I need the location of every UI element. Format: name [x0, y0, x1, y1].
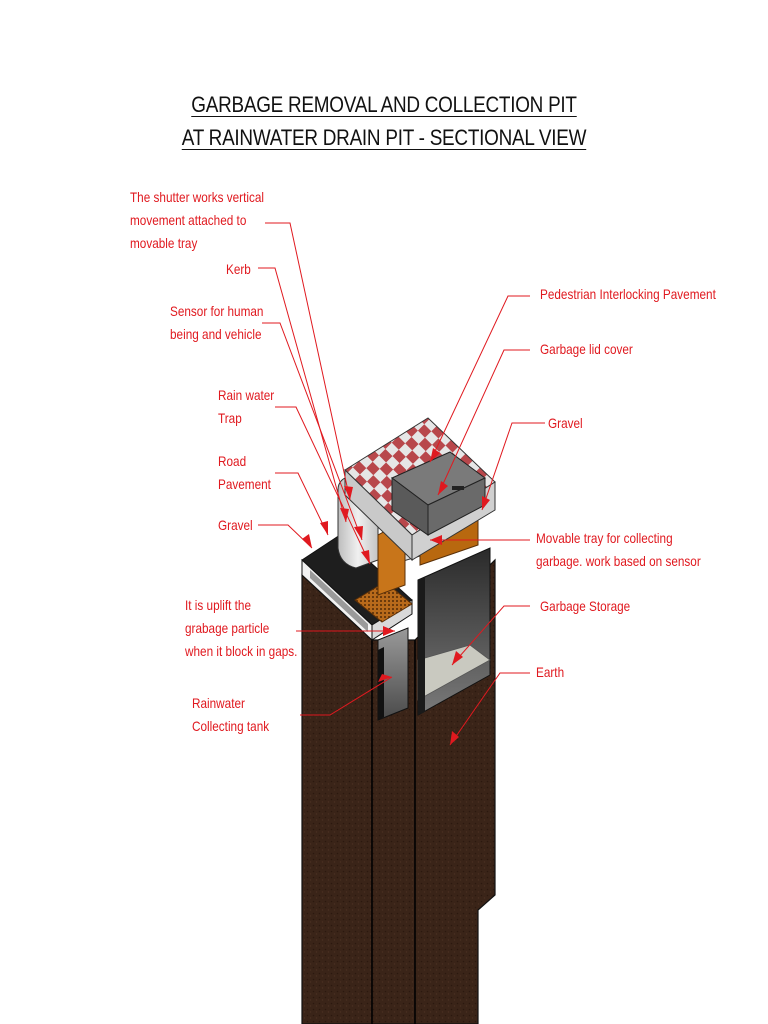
- garbage-storage: [417, 547, 491, 716]
- label-shutter: The shutter works vertical movement atta…: [130, 189, 264, 251]
- label-kerb: Kerb: [226, 261, 251, 277]
- leader-arrowheads: [302, 448, 490, 745]
- label-garbage-storage: Garbage Storage: [540, 598, 631, 614]
- label-garbage-lid: Garbage lid cover: [540, 341, 633, 357]
- diagram-title-line1: GARBAGE REMOVAL AND COLLECTION PIT: [191, 92, 577, 117]
- leader-lines: [258, 222, 545, 746]
- label-road-pavement: Road Pavement: [218, 453, 271, 492]
- label-rain-water-trap: Rain water Trap: [218, 387, 275, 426]
- diagram-title-line2: AT RAINWATER DRAIN PIT - SECTIONAL VIEW: [181, 125, 587, 150]
- rain-water-trap-grate: [354, 581, 413, 623]
- label-earth: Earth: [536, 664, 565, 680]
- label-rainwater-tank: Rainwater Collecting tank: [192, 695, 270, 734]
- label-pedestrian-pavement: Pedestrian Interlocking Pavement: [540, 286, 716, 302]
- rainwater-collecting-tank: [377, 627, 409, 721]
- label-gravel-right: Gravel: [548, 415, 583, 431]
- label-sensor: Sensor for human being and vehicle: [170, 303, 264, 342]
- label-gravel-left: Gravel: [218, 517, 253, 533]
- label-uplift: It is uplift the grabage particle when i…: [185, 597, 298, 659]
- garbage-lid-cover: [391, 451, 486, 536]
- label-movable-tray: Movable tray for collecting garbage. wor…: [536, 530, 701, 569]
